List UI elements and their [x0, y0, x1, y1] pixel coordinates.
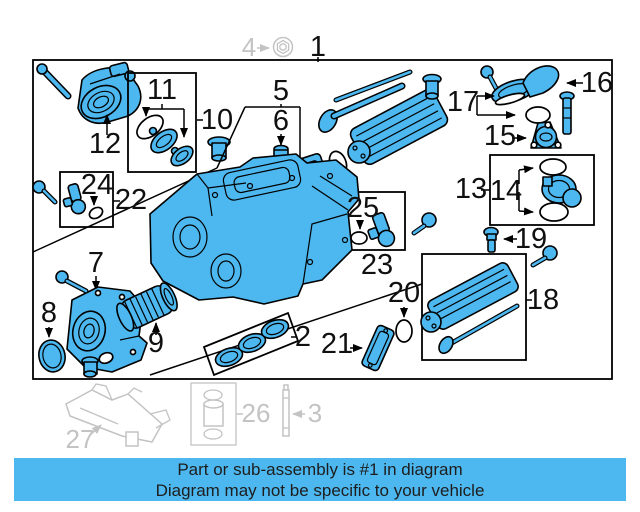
callout-4[interactable]: 4: [242, 32, 256, 62]
part-15-cover: [512, 121, 562, 149]
part-3-stud-excluded: [282, 384, 305, 437]
group-box-18: [420, 253, 532, 361]
part-8-cap: [38, 327, 66, 373]
part-9-bellows: [116, 282, 178, 335]
callout-11[interactable]: 11: [147, 74, 177, 106]
callout-5[interactable]: 5: [273, 75, 289, 107]
callout-24[interactable]: 24: [81, 169, 113, 201]
part-23-sensor: [367, 211, 396, 248]
callout-20[interactable]: 20: [388, 277, 420, 309]
part-17-seals: [476, 92, 551, 124]
callout-26[interactable]: 26: [242, 398, 271, 428]
group-box-11: [127, 72, 197, 173]
callout-17[interactable]: 17: [447, 86, 479, 118]
part-19-plug: [483, 226, 517, 253]
part-charge-cooler-top: [347, 88, 449, 166]
part-flanged-plug: [422, 73, 442, 100]
part-bolt-housing: [55, 270, 89, 294]
group-box-24: [59, 171, 120, 228]
part-22-sensor: [62, 183, 87, 215]
callout-22[interactable]: 22: [115, 184, 147, 216]
part-10-grommet: [197, 119, 231, 162]
callout-1[interactable]: 1: [310, 31, 326, 63]
part-long-bolt: [559, 91, 575, 135]
part-screw-top: [480, 65, 500, 93]
banner-line-1: Part or sub-assembly is #1 in diagram: [177, 460, 463, 479]
callout-16[interactable]: 16: [581, 67, 613, 99]
part-12-throttle-actuator: [36, 61, 142, 135]
callout-15[interactable]: 15: [484, 120, 516, 152]
callout-23[interactable]: 23: [361, 249, 393, 281]
callout-18[interactable]: 18: [527, 284, 559, 316]
callout-25[interactable]: 25: [347, 192, 379, 224]
group-box-26-excluded: [190, 382, 243, 446]
callout-10[interactable]: 10: [201, 104, 233, 136]
notice-banner: Part or sub-assembly is #1 in diagram Di…: [14, 458, 626, 501]
callout-27[interactable]: 27: [66, 424, 95, 454]
part-screw-left: [32, 180, 58, 205]
callout-7[interactable]: 7: [88, 247, 104, 279]
subassembly-boundary-left: [32, 167, 218, 253]
part-screw-right: [530, 245, 558, 268]
part-27-coolant-pipe-excluded: [65, 383, 171, 447]
part-21-gasket: [350, 324, 395, 372]
part-11-clamp: [148, 126, 180, 156]
main-diagram-box: [32, 59, 613, 380]
callout-13[interactable]: 13: [455, 173, 487, 205]
callout-14[interactable]: 14: [490, 175, 522, 207]
callout-21[interactable]: 21: [321, 328, 353, 360]
part-13-throttle-body: [541, 174, 582, 208]
part-bolt-center-right: [411, 212, 437, 236]
callout-8[interactable]: 8: [41, 297, 57, 329]
callout-6[interactable]: 6: [273, 105, 289, 137]
part-drain-plug: [81, 351, 114, 378]
group-box-2-gaskets: [202, 311, 300, 377]
part-oil-tube-and-rod: [318, 69, 413, 133]
group-box-13-14: [481, 154, 595, 226]
callout-2[interactable]: 2: [295, 321, 311, 353]
part-20-oring: [395, 307, 413, 343]
callout-9[interactable]: 9: [148, 327, 164, 359]
callout-19[interactable]: 19: [515, 223, 547, 255]
banner-line-2: Diagram may not be specific to your vehi…: [155, 481, 485, 500]
part-1-supercharger-body: [149, 153, 360, 305]
callout-12[interactable]: 12: [89, 128, 121, 160]
part-4-nut-excluded: [257, 36, 294, 58]
callout-3[interactable]: 3: [308, 398, 322, 428]
